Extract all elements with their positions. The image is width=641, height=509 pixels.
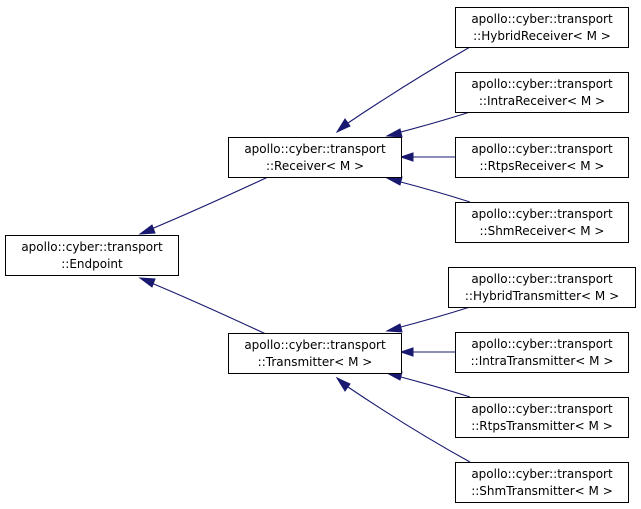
node-endpoint-line1: apollo::cyber::transport [21, 240, 163, 254]
node-intra-receiver-line1: apollo::cyber::transport [471, 77, 613, 91]
node-rtps-transmitter[interactable]: apollo::cyber::transport ::RtpsTransmitt… [455, 397, 629, 438]
edge-shm-transmitter-to-transmitter [335, 376, 471, 463]
node-intra-transmitter[interactable]: apollo::cyber::transport ::IntraTransmit… [455, 332, 629, 373]
node-hybrid-receiver-line2: ::HybridReceiver< M > [473, 29, 611, 43]
edge-intra-receiver-to-receiver [385, 111, 471, 138]
node-intra-receiver[interactable]: apollo::cyber::transport ::IntraReceiver… [455, 72, 629, 113]
node-rtps-receiver[interactable]: apollo::cyber::transport ::RtpsReceiver<… [455, 137, 629, 178]
node-rtps-receiver-line2: ::RtpsReceiver< M > [479, 159, 604, 173]
node-hybrid-transmitter-line1: apollo::cyber::transport [471, 272, 613, 286]
node-shm-transmitter-line1: apollo::cyber::transport [471, 467, 613, 481]
edge-receiver-to-endpoint [138, 176, 269, 235]
node-receiver[interactable]: apollo::cyber::transport ::Receiver< M > [228, 137, 402, 178]
node-hybrid-receiver-line1: apollo::cyber::transport [471, 12, 613, 26]
node-hybrid-receiver[interactable]: apollo::cyber::transport ::HybridReceive… [455, 7, 629, 48]
node-transmitter-line1: apollo::cyber::transport [244, 338, 386, 352]
node-shm-transmitter[interactable]: apollo::cyber::transport ::ShmTransmitte… [455, 462, 629, 503]
node-intra-transmitter-line1: apollo::cyber::transport [471, 337, 613, 351]
node-shm-transmitter-line2: ::ShmTransmitter< M > [471, 484, 613, 498]
node-rtps-transmitter-line2: ::RtpsTransmitter< M > [471, 419, 613, 433]
node-transmitter-line2: ::Transmitter< M > [258, 355, 373, 369]
edge-shm-receiver-to-receiver [385, 176, 471, 203]
edge-rtps-receiver-to-receiver [399, 152, 455, 162]
node-transmitter[interactable]: apollo::cyber::transport ::Transmitter< … [228, 333, 402, 374]
edge-rtps-transmitter-to-transmitter [385, 371, 471, 398]
node-rtps-receiver-line1: apollo::cyber::transport [471, 142, 613, 156]
node-intra-transmitter-line2: ::IntraTransmitter< M > [471, 354, 614, 368]
node-hybrid-transmitter-line2: ::HybridTransmitter< M > [465, 289, 619, 303]
node-shm-receiver-line2: ::ShmReceiver< M > [479, 224, 604, 238]
node-receiver-line2: ::Receiver< M > [266, 159, 364, 173]
node-rtps-transmitter-line1: apollo::cyber::transport [471, 402, 613, 416]
node-receiver-line1: apollo::cyber::transport [244, 142, 386, 156]
node-shm-receiver-line1: apollo::cyber::transport [471, 207, 613, 221]
edge-hybrid-transmitter-to-transmitter [385, 306, 471, 333]
node-hybrid-transmitter[interactable]: apollo::cyber::transport ::HybridTransmi… [448, 267, 636, 308]
edge-hybrid-receiver-to-receiver [335, 46, 471, 134]
node-intra-receiver-line2: ::IntraReceiver< M > [479, 94, 605, 108]
edge-intra-transmitter-to-transmitter [399, 347, 455, 357]
node-endpoint-line2: ::Endpoint [61, 257, 123, 271]
edge-transmitter-to-endpoint [138, 277, 269, 336]
node-endpoint[interactable]: apollo::cyber::transport ::Endpoint [5, 235, 179, 276]
node-shm-receiver[interactable]: apollo::cyber::transport ::ShmReceiver< … [455, 202, 629, 243]
